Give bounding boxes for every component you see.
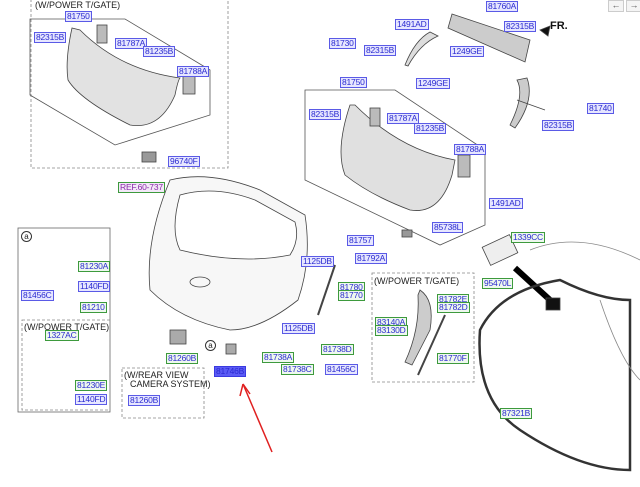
part-label[interactable]: 1125DB <box>282 323 315 334</box>
part-label[interactable]: 81456C <box>21 290 54 301</box>
part-label[interactable]: 81235B <box>414 123 447 134</box>
front-direction-label: FR. <box>550 20 568 32</box>
part-label[interactable]: 81230A <box>78 261 111 272</box>
part-label[interactable]: 1125DB <box>301 256 334 267</box>
highlighted-part-label[interactable]: 81746B <box>214 366 247 377</box>
part-label[interactable]: 81788A <box>454 144 487 155</box>
trim-panel-mid <box>340 104 456 211</box>
part-label[interactable]: 81738C <box>281 364 314 375</box>
part-81740 <box>509 77 530 129</box>
forward-button[interactable]: → <box>626 0 640 12</box>
box-title: (W/POWER T/GATE) <box>34 0 122 10</box>
fr-arrow <box>539 25 551 37</box>
part-label[interactable]: 82315B <box>309 109 342 120</box>
part-label[interactable]: 85738L <box>432 222 464 233</box>
power-tgate-box-top <box>30 0 229 169</box>
part-label[interactable]: 82315B <box>364 45 397 56</box>
part-label[interactable]: 81782D <box>437 302 470 313</box>
part-label[interactable]: 81787A <box>387 113 420 124</box>
part-label[interactable]: 1140FD <box>78 281 111 292</box>
box-title: (W/REAR VIEW <box>124 370 189 380</box>
part-label[interactable]: 81260B <box>166 353 199 364</box>
part-label[interactable]: 81740 <box>587 103 614 114</box>
part-label[interactable]: 81757 <box>347 235 374 246</box>
part-label[interactable]: 1491AD <box>489 198 523 209</box>
callout-a-marker: a <box>205 340 216 351</box>
part-label[interactable]: 81770 <box>338 290 365 301</box>
rear-camera-box <box>121 367 205 419</box>
part-label[interactable]: 82315B <box>504 21 537 32</box>
part-81787A-top <box>96 24 108 44</box>
power-tgate-box-a <box>21 319 111 411</box>
part-label[interactable]: 1140FD <box>75 394 108 405</box>
part-96740F <box>141 151 157 163</box>
part-label[interactable]: 81456C <box>325 364 358 375</box>
ref-label[interactable]: REF.60-737 <box>118 182 165 193</box>
part-label[interactable]: 81770F <box>437 353 469 364</box>
part-label[interactable]: 1491AD <box>395 19 429 30</box>
gas-strut <box>317 264 336 316</box>
part-label[interactable]: 82315B <box>542 120 575 131</box>
part-label[interactable]: 81738D <box>321 344 354 355</box>
part-label[interactable]: 81230E <box>75 380 108 391</box>
box-title: CAMERA SYSTEM) <box>130 379 211 389</box>
part-label[interactable]: 81210 <box>80 302 107 313</box>
part-label[interactable]: 1249GE <box>450 46 484 57</box>
part-label[interactable]: 81750 <box>65 11 92 22</box>
part-label[interactable]: 81738A <box>262 352 295 363</box>
trim-outline-mid <box>304 89 486 246</box>
part-81730 <box>404 31 439 67</box>
back-button[interactable]: ← <box>608 0 624 12</box>
power-strut <box>404 289 432 366</box>
red-arrow <box>242 383 273 453</box>
part-label[interactable]: 1249GE <box>416 78 450 89</box>
box-title: (W/POWER T/GATE) <box>374 276 460 286</box>
part-label[interactable]: 81788A <box>177 66 210 77</box>
part-label[interactable]: 1327AC <box>45 330 79 341</box>
power-tgate-box-mid <box>371 272 475 383</box>
part-label[interactable]: 95470L <box>482 278 514 289</box>
part-label[interactable]: 81750 <box>340 77 367 88</box>
part-label[interactable]: 81760A <box>486 1 519 12</box>
part-label[interactable]: 81787A <box>115 38 148 49</box>
box-title: (W/POWER T/GATE) <box>24 322 110 332</box>
part-label[interactable]: 82315B <box>34 32 67 43</box>
part-label[interactable]: 81730 <box>329 38 356 49</box>
detail-a-marker: a <box>21 231 32 242</box>
part-label[interactable]: 83130D <box>375 325 408 336</box>
trim-outline-top <box>29 18 211 146</box>
part-label[interactable]: 87321B <box>500 408 533 419</box>
weatherstrip-87321B <box>478 278 632 472</box>
part-label[interactable]: 81235B <box>143 46 176 57</box>
trim-panel-top <box>66 27 181 127</box>
part-label[interactable]: 81260B <box>128 395 161 406</box>
part-95470L <box>481 234 519 266</box>
part-label[interactable]: 81792A <box>355 253 388 264</box>
part-label[interactable]: 1339CC <box>511 232 545 243</box>
part-label[interactable]: 96740F <box>168 156 200 167</box>
